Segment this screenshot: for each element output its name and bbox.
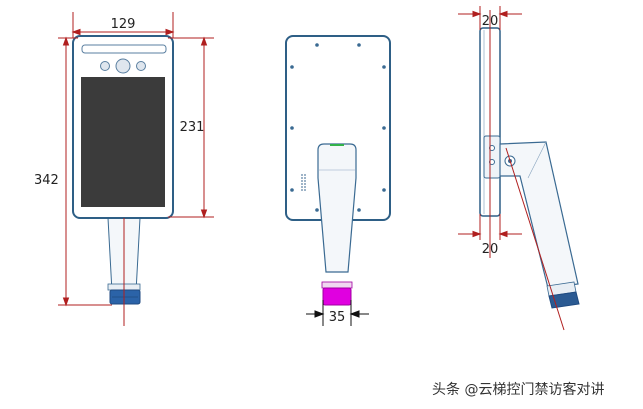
dimension-screen-height (168, 36, 214, 219)
dimension-top-thickness (458, 6, 522, 30)
total-height-label: 342 (34, 173, 59, 188)
back-pole-collar (321, 281, 353, 289)
front-light-bar (81, 44, 167, 54)
back-view: 35 (285, 35, 391, 326)
pole-diameter-label: 35 (329, 310, 346, 325)
front-screen (81, 77, 165, 207)
side-pole-base (546, 281, 580, 309)
side-angled-pole (499, 141, 579, 289)
watermark-text: 头条 @云梯控门禁访客对讲 (432, 381, 604, 398)
dimension-total-height (58, 36, 112, 307)
top-thickness-label: 20 (482, 14, 499, 29)
front-camera-cluster (100, 58, 146, 74)
dimension-bottom-thickness (458, 214, 522, 240)
dimension-width (71, 12, 175, 38)
side-view: 20 20 (458, 6, 580, 331)
back-speaker-grille (301, 174, 306, 191)
screen-height-label: 231 (180, 120, 205, 135)
side-axis-line-angled (505, 147, 565, 331)
back-mount-bracket (317, 143, 357, 273)
back-screw-holes (290, 43, 386, 212)
front-view: 129 231 342 (34, 12, 214, 326)
dimension-pole-diameter (306, 300, 369, 326)
bottom-thickness-label: 20 (482, 242, 499, 257)
front-pole-base (109, 289, 141, 305)
side-hinge-block (483, 135, 501, 179)
back-pole-base (322, 287, 352, 306)
width-label: 129 (111, 17, 136, 32)
